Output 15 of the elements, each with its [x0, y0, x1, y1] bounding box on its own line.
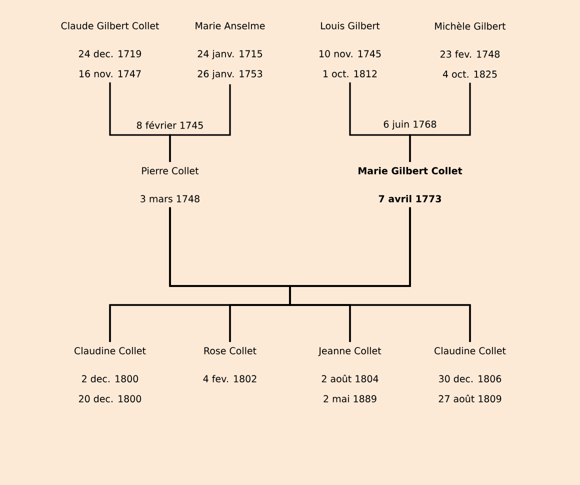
edge-label: 6 juin 1768 [382, 119, 438, 131]
person-entry: Claudine Collet 30 dec. 1806 27 août 1809 [434, 347, 506, 402]
person-entry: Marie Gilbert Collet 7 avril 1773 [358, 167, 462, 202]
tree-line [289, 207, 471, 342]
tree-line [409, 82, 471, 162]
person-entry: Claude Gilbert Collet 24 dec. 1719 16 nov. 1747 [61, 22, 159, 78]
person-entry: Michèle Gilbert 23 fev. 1748 4 oct. 1825 [435, 22, 506, 78]
edge-label: 8 février 1745 [135, 120, 205, 130]
person-entry: Jeanne Collet 2 août 1804 2 mai 1889 [318, 347, 382, 402]
person-entry: Claudine Collet 2 dec. 1800 20 dec. 1800 [74, 347, 146, 402]
person-entry: Rose Collet 4 fev. 1802 [203, 347, 256, 382]
person-entry: Marie Anselme 24 janv. 1715 26 janv. 1753 [196, 22, 265, 80]
tree-line [169, 84, 231, 162]
person-entry: Pierre Collet 3 mars 1748 [140, 167, 200, 202]
person-entry: Louis Gilbert 10 nov. 1745 1 oct. 1812 [320, 22, 381, 78]
